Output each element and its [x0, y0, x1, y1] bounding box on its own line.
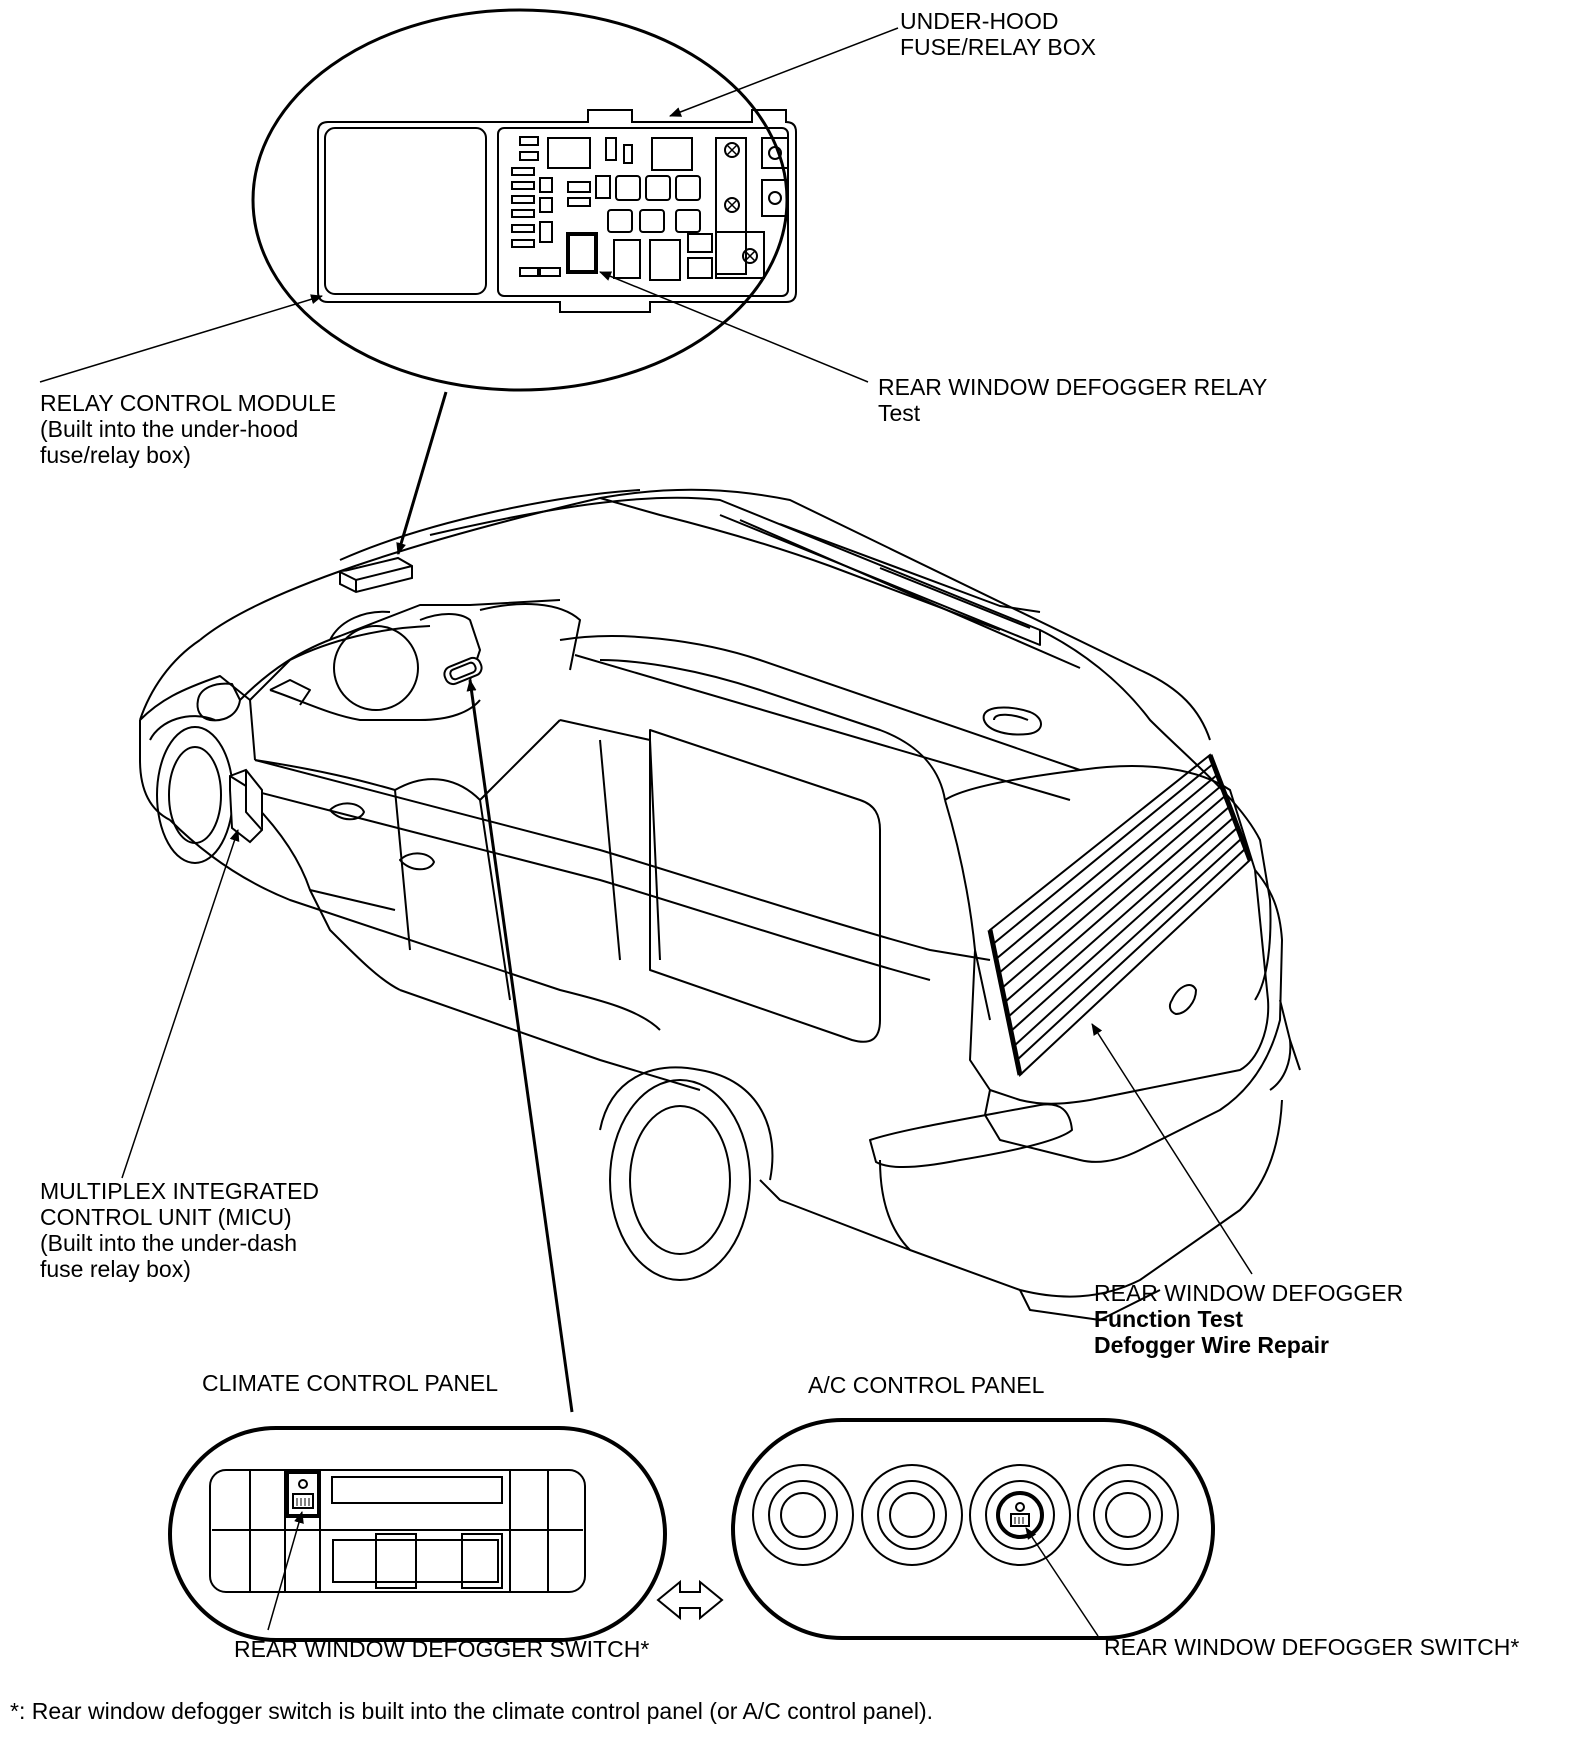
footnote: *: Rear window defogger switch is built …: [10, 1698, 934, 1724]
relay-control-module-block: [339, 556, 413, 594]
relay-control-label-line-3: fuse/relay box): [40, 442, 191, 468]
defogger-switch-label-right: REAR WINDOW DEFOGGER SWITCH*: [1104, 1634, 1520, 1660]
relay-control-label-line-2: (Built into the under-hood: [40, 416, 299, 442]
defogger-relay-test-link[interactable]: Test: [878, 400, 921, 426]
under-hood-fuse-relay-box-label: UNDER-HOOD FUSE/RELAY BOX: [900, 8, 1096, 60]
ac-control-panel-title: A/C CONTROL PANEL: [808, 1372, 1045, 1398]
micu-label: MULTIPLEX INTEGRATED CONTROL UNIT (MICU)…: [40, 1178, 319, 1282]
under-hood-label-line-1: UNDER-HOOD: [900, 8, 1059, 34]
defogger-switch-label-left: REAR WINDOW DEFOGGER SWITCH*: [234, 1636, 650, 1662]
ac-control-panel: [731, 1418, 1215, 1640]
minivan-illustration: [139, 488, 1301, 1321]
leader-lines: [39, 27, 1253, 1637]
under-hood-fuse-box-inset: [251, 8, 797, 392]
micu-label-line-3: (Built into the under-dash: [40, 1230, 297, 1256]
relay-control-label-line-1: RELAY CONTROL MODULE: [40, 390, 337, 416]
micu-block: [229, 768, 263, 844]
climate-control-panel: [168, 1426, 667, 1642]
rear-defogger-grid: [987, 753, 1253, 1077]
micu-label-line-4: fuse relay box): [40, 1256, 191, 1282]
under-hood-label-line-2: FUSE/RELAY BOX: [900, 34, 1096, 60]
micu-label-line-2: CONTROL UNIT (MICU): [40, 1204, 292, 1230]
rear-defogger-label-line-1: REAR WINDOW DEFOGGER: [1094, 1280, 1404, 1306]
relay-control-module-label: RELAY CONTROL MODULE (Built into the und…: [40, 390, 336, 468]
function-test-link[interactable]: Function Test: [1094, 1306, 1244, 1332]
rear-window-defogger-label: REAR WINDOW DEFOGGER Function Test Defog…: [1094, 1280, 1403, 1358]
climate-control-panel-title: CLIMATE CONTROL PANEL: [202, 1370, 499, 1396]
defogger-relay-label: REAR WINDOW DEFOGGER RELAY Test: [878, 374, 1267, 426]
defogger-wire-repair-link[interactable]: Defogger Wire Repair: [1094, 1332, 1329, 1358]
dash-switch-location: [443, 656, 483, 686]
alternative-arrow: [656, 1579, 724, 1621]
defogger-relay-label-line-1: REAR WINDOW DEFOGGER RELAY: [878, 374, 1268, 400]
micu-label-line-1: MULTIPLEX INTEGRATED: [40, 1178, 320, 1204]
